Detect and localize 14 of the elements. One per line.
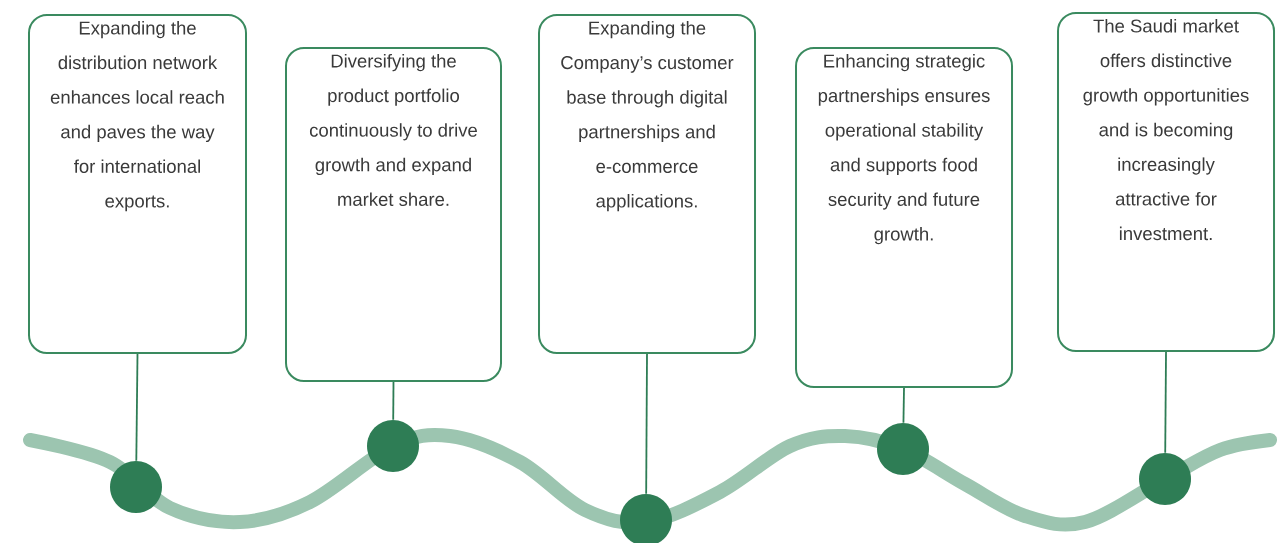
connector-line (1164, 351, 1167, 454)
connector-line (392, 381, 395, 421)
connector-line (135, 353, 139, 462)
text-box: Expanding the distribution network enhances local reach and paves the way for international exports. (28, 14, 247, 354)
timeline-dot (877, 423, 929, 475)
text-box: Enhancing strategic partnerships ensures operational stability and supports food security and future growth. (795, 47, 1013, 388)
timeline-dot (110, 461, 162, 513)
text-box: Diversifying the product portfolio continuously to drive growth and expand market share. (285, 47, 502, 382)
connector-line (902, 387, 905, 424)
connector-line (645, 353, 648, 495)
text-box: Expanding the Company’s customer base through digital partnerships and e-commerce applications. (538, 14, 756, 354)
text-box: The Saudi market offers distinctive growth opportunities and is becoming increasingly attractive for investment. (1057, 12, 1275, 352)
timeline-dot (1139, 453, 1191, 505)
timeline-dot (367, 420, 419, 472)
